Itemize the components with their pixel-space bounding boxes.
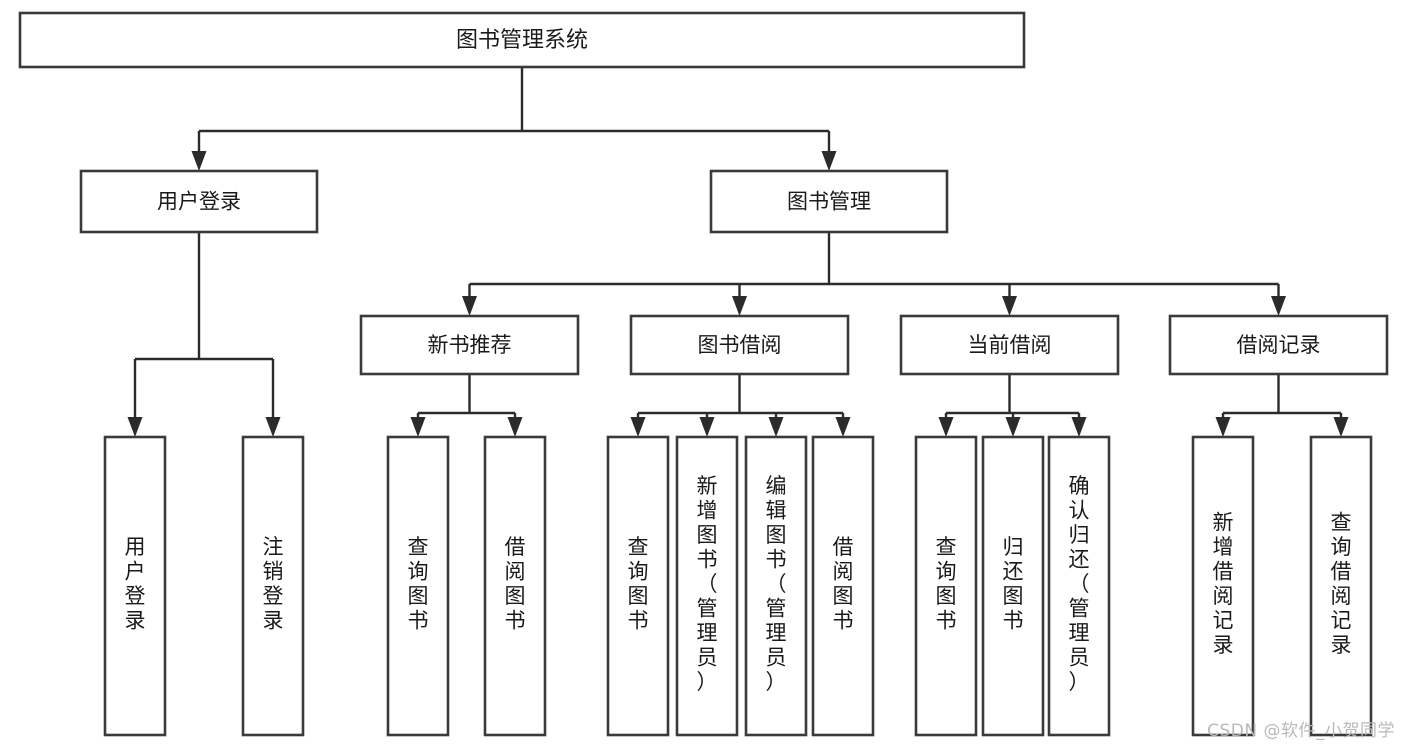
- node-label-leaf-query-book-b: 查询图书: [628, 535, 649, 633]
- node-box-root[interactable]: [18, 11, 1026, 69]
- node-box-leaf-confirm-return[interactable]: [1047, 435, 1111, 737]
- node-borrow-record[interactable]: 借阅记录: [1168, 314, 1389, 376]
- node-new-book-rec[interactable]: 新书推荐: [359, 314, 580, 376]
- node-label-book-borrow: 图书借阅: [698, 333, 782, 357]
- node-leaf-query-book-b[interactable]: 查询图书: [606, 435, 670, 737]
- node-box-leaf-user-login[interactable]: [103, 435, 167, 737]
- node-box-leaf-add-record[interactable]: [1191, 435, 1255, 737]
- node-leaf-confirm-return[interactable]: 确认归还（管理员）: [1047, 435, 1111, 737]
- node-leaf-query-record[interactable]: 查询借阅记录: [1309, 435, 1373, 737]
- node-label-leaf-query-book-rec: 查询图书: [408, 535, 429, 633]
- node-label-leaf-edit-book: 编辑图书（管理员）: [766, 474, 787, 694]
- node-label-leaf-user-logout: 注销登录: [263, 535, 284, 633]
- node-leaf-borrow-book-b[interactable]: 借阅图书: [811, 435, 875, 737]
- node-leaf-user-logout[interactable]: 注销登录: [241, 435, 305, 737]
- node-box-user-login[interactable]: [79, 169, 319, 234]
- node-box-leaf-query-book-rec[interactable]: [386, 435, 450, 737]
- connector-group-book-borrow: [630, 374, 851, 437]
- node-box-leaf-edit-book[interactable]: [744, 435, 808, 737]
- node-label-leaf-query-book-c: 查询图书: [936, 535, 957, 633]
- connector-group-new-book-rec: [410, 374, 523, 437]
- node-box-leaf-return-book[interactable]: [981, 435, 1045, 737]
- node-box-leaf-user-logout[interactable]: [241, 435, 305, 737]
- node-label-leaf-user-login: 用户登录: [125, 535, 146, 633]
- node-box-leaf-borrow-book-b[interactable]: [811, 435, 875, 737]
- node-root[interactable]: 图书管理系统: [18, 11, 1026, 69]
- connector-group-book-manage: [462, 232, 1286, 316]
- node-book-borrow[interactable]: 图书借阅: [629, 314, 850, 376]
- node-leaf-return-book[interactable]: 归还图书: [981, 435, 1045, 737]
- node-label-leaf-return-book: 归还图书: [1003, 535, 1024, 633]
- node-box-current-borrow[interactable]: [899, 314, 1120, 376]
- connector-layer: [127, 67, 1349, 437]
- node-box-borrow-record[interactable]: [1168, 314, 1389, 376]
- node-box-leaf-query-record[interactable]: [1309, 435, 1373, 737]
- node-label-leaf-add-book: 新增图书（管理员）: [697, 474, 718, 694]
- node-leaf-add-record[interactable]: 新增借阅记录: [1191, 435, 1255, 737]
- node-leaf-edit-book[interactable]: 编辑图书（管理员）: [744, 435, 808, 737]
- node-leaf-query-book-c[interactable]: 查询图书: [914, 435, 978, 737]
- node-label-leaf-borrow-book-b: 借阅图书: [833, 535, 854, 633]
- node-label-borrow-record: 借阅记录: [1237, 333, 1321, 357]
- connector-group-user-login: [127, 232, 281, 437]
- node-label-leaf-add-record: 新增借阅记录: [1213, 511, 1234, 658]
- node-leaf-query-book-rec[interactable]: 查询图书: [386, 435, 450, 737]
- node-label-leaf-borrow-book-rec: 借阅图书: [505, 535, 526, 633]
- node-leaf-user-login[interactable]: 用户登录: [103, 435, 167, 737]
- connector-group-borrow-record: [1215, 374, 1349, 437]
- node-layer: 图书管理系统用户登录图书管理新书推荐图书借阅当前借阅借阅记录用户登录注销登录查询…: [18, 11, 1389, 737]
- node-box-leaf-query-book-b[interactable]: [606, 435, 670, 737]
- node-leaf-add-book[interactable]: 新增图书（管理员）: [675, 435, 739, 737]
- node-label-book-manage: 图书管理: [787, 190, 871, 214]
- node-label-current-borrow: 当前借阅: [968, 333, 1052, 357]
- node-box-leaf-add-book[interactable]: [675, 435, 739, 737]
- node-box-book-borrow[interactable]: [629, 314, 850, 376]
- node-box-leaf-query-book-c[interactable]: [914, 435, 978, 737]
- node-box-new-book-rec[interactable]: [359, 314, 580, 376]
- node-box-book-manage[interactable]: [709, 169, 949, 234]
- node-box-leaf-borrow-book-rec[interactable]: [483, 435, 547, 737]
- node-leaf-borrow-book-rec[interactable]: 借阅图书: [483, 435, 547, 737]
- node-label-leaf-confirm-return: 确认归还（管理员）: [1069, 474, 1090, 694]
- node-label-user-login: 用户登录: [157, 190, 241, 214]
- node-label-leaf-query-record: 查询借阅记录: [1331, 511, 1352, 658]
- node-user-login[interactable]: 用户登录: [79, 169, 319, 234]
- connector-group-root: [191, 67, 837, 171]
- connector-group-current-borrow: [938, 374, 1087, 437]
- node-label-new-book-rec: 新书推荐: [428, 333, 512, 357]
- node-book-manage[interactable]: 图书管理: [709, 169, 949, 234]
- node-label-root: 图书管理系统: [456, 28, 588, 53]
- node-current-borrow[interactable]: 当前借阅: [899, 314, 1120, 376]
